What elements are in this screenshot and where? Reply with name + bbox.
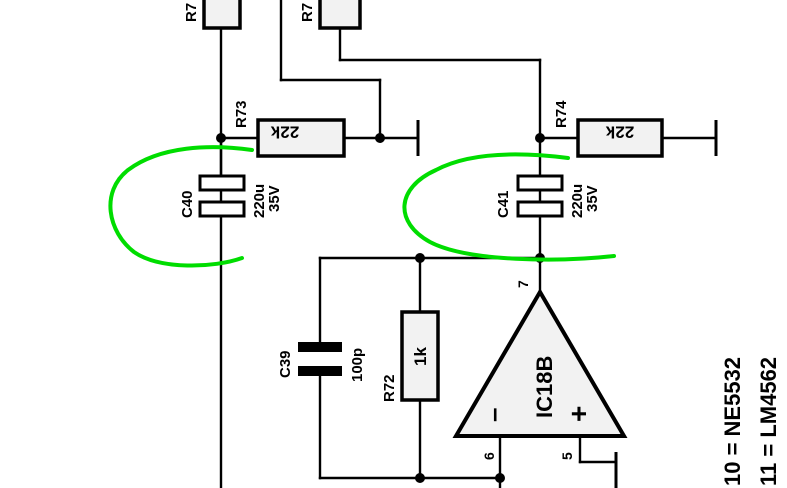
capacitor-c41: C41 220u 35V <box>495 174 601 218</box>
capacitor-c40: C40 220u 35V <box>179 136 283 218</box>
r73-value: 22k <box>270 123 299 142</box>
c41-value: 220u <box>569 184 586 218</box>
r72-value: 1k <box>411 347 430 366</box>
c41-ref: C41 <box>495 190 512 218</box>
annotation-loop-c41 <box>402 152 616 262</box>
pin-7-label: 7 <box>515 280 531 288</box>
pin-5-label: 5 <box>559 452 575 460</box>
resistor-r73: 22k R73 <box>233 100 346 158</box>
capacitor-c39: C39 100p <box>277 342 366 382</box>
green-annotations <box>108 145 616 268</box>
note-ne5532: 10 = NE5532 <box>720 357 745 486</box>
pin-6-label: 6 <box>481 452 497 460</box>
ic18b-plus: + <box>563 406 594 422</box>
annotation-loop-c40 <box>108 145 254 268</box>
resistor-r74: 22k R74 <box>553 100 664 158</box>
c39-value: 100p <box>349 348 366 382</box>
opamp-ic18b: IC18B – + <box>452 288 628 438</box>
c40-voltage: 35V <box>266 185 283 212</box>
c40-ref: C40 <box>179 190 196 218</box>
r73-ref: R73 <box>233 100 250 128</box>
resistor-r72: 1k R72 <box>381 310 440 402</box>
pin-labels: 7 6 5 <box>481 280 575 460</box>
r72-ref: R72 <box>381 374 398 402</box>
r74-ref: R74 <box>553 100 570 128</box>
label-top-mid-ref: R7 <box>299 3 316 22</box>
part-notes: 10 = NE5532 11 = LM4562 <box>720 357 781 486</box>
ic18b-ref: IC18B <box>532 356 557 418</box>
junctions <box>216 133 545 483</box>
note-lm4562: 11 = LM4562 <box>756 357 781 486</box>
label-top-left-ref: R7 <box>183 3 200 22</box>
resistor-top-mid: R7 <box>299 0 362 30</box>
ic18b-minus: – <box>478 408 508 422</box>
c40-value: 220u <box>251 184 268 218</box>
resistor-top-left: R7 <box>183 0 242 30</box>
c41-voltage: 35V <box>584 185 601 212</box>
c39-ref: C39 <box>277 350 294 378</box>
r74-value: 22k <box>605 123 634 142</box>
